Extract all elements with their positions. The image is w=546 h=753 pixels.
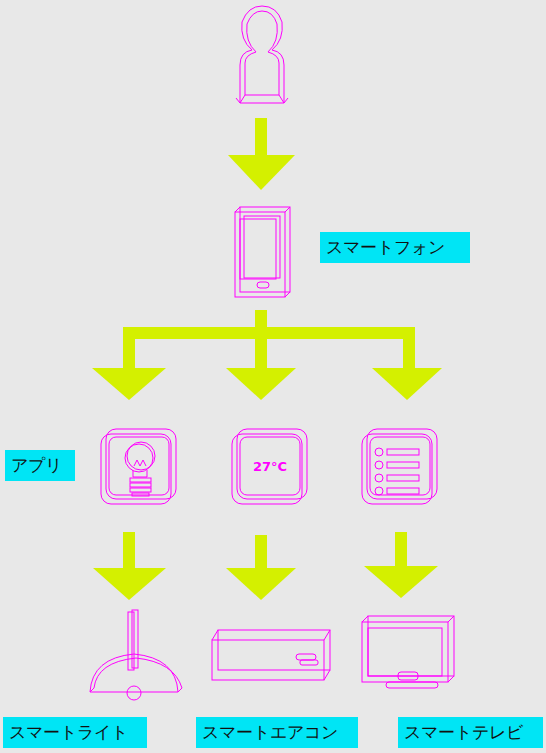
label-text: スマートテレビ [404,722,537,742]
label-text: スマートエアコン [202,722,352,742]
label-text: スマートフォン [326,237,464,257]
label-box: スマートフォン [320,232,470,263]
arrows [92,118,442,600]
label-box: アプリ [5,450,75,481]
icon-label: 27°C [253,459,287,474]
label-box: スマートテレビ [398,717,543,748]
label-box: スマートライト [3,717,147,748]
label-box: スマートエアコン [196,717,358,748]
label-text: スマートライト [9,722,141,742]
label-text: アプリ [11,455,69,475]
icons [90,6,454,700]
